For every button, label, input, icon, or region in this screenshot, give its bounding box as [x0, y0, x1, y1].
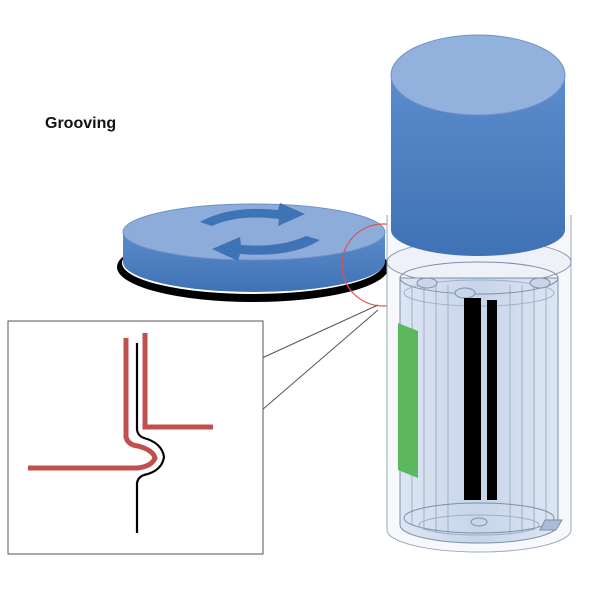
bottom-hole	[470, 517, 488, 527]
cap-side	[391, 75, 565, 256]
bottom-tab	[539, 519, 563, 531]
red-outer-layer	[28, 338, 158, 471]
lid-top	[122, 203, 386, 261]
electrode-layers	[411, 285, 547, 535]
green-tab	[398, 323, 418, 478]
red-inner-layer	[142, 333, 213, 430]
center-pin-left	[464, 298, 481, 500]
battery-can	[386, 215, 572, 553]
roll-bottom-inner-ring	[418, 514, 540, 536]
vent-hole-right	[529, 277, 551, 289]
recycle-arrows-icon	[200, 203, 320, 261]
separate-lid	[117, 203, 389, 302]
grooving-detail-inset	[7, 320, 264, 555]
inset-frame	[7, 320, 264, 555]
center-pin-right	[487, 300, 497, 500]
vent-hole-left	[416, 277, 438, 289]
cap-top	[390, 34, 566, 116]
zoom-connector-bottom	[261, 309, 379, 411]
diagram-title: Grooving	[45, 115, 117, 132]
can-wall-profile	[135, 343, 166, 533]
zoom-connector-top	[261, 304, 379, 359]
cap-cylinder	[390, 34, 566, 256]
roll-bottom-ring	[403, 502, 555, 534]
roll-top-ring	[399, 261, 559, 295]
vent-hole-center	[454, 287, 476, 299]
